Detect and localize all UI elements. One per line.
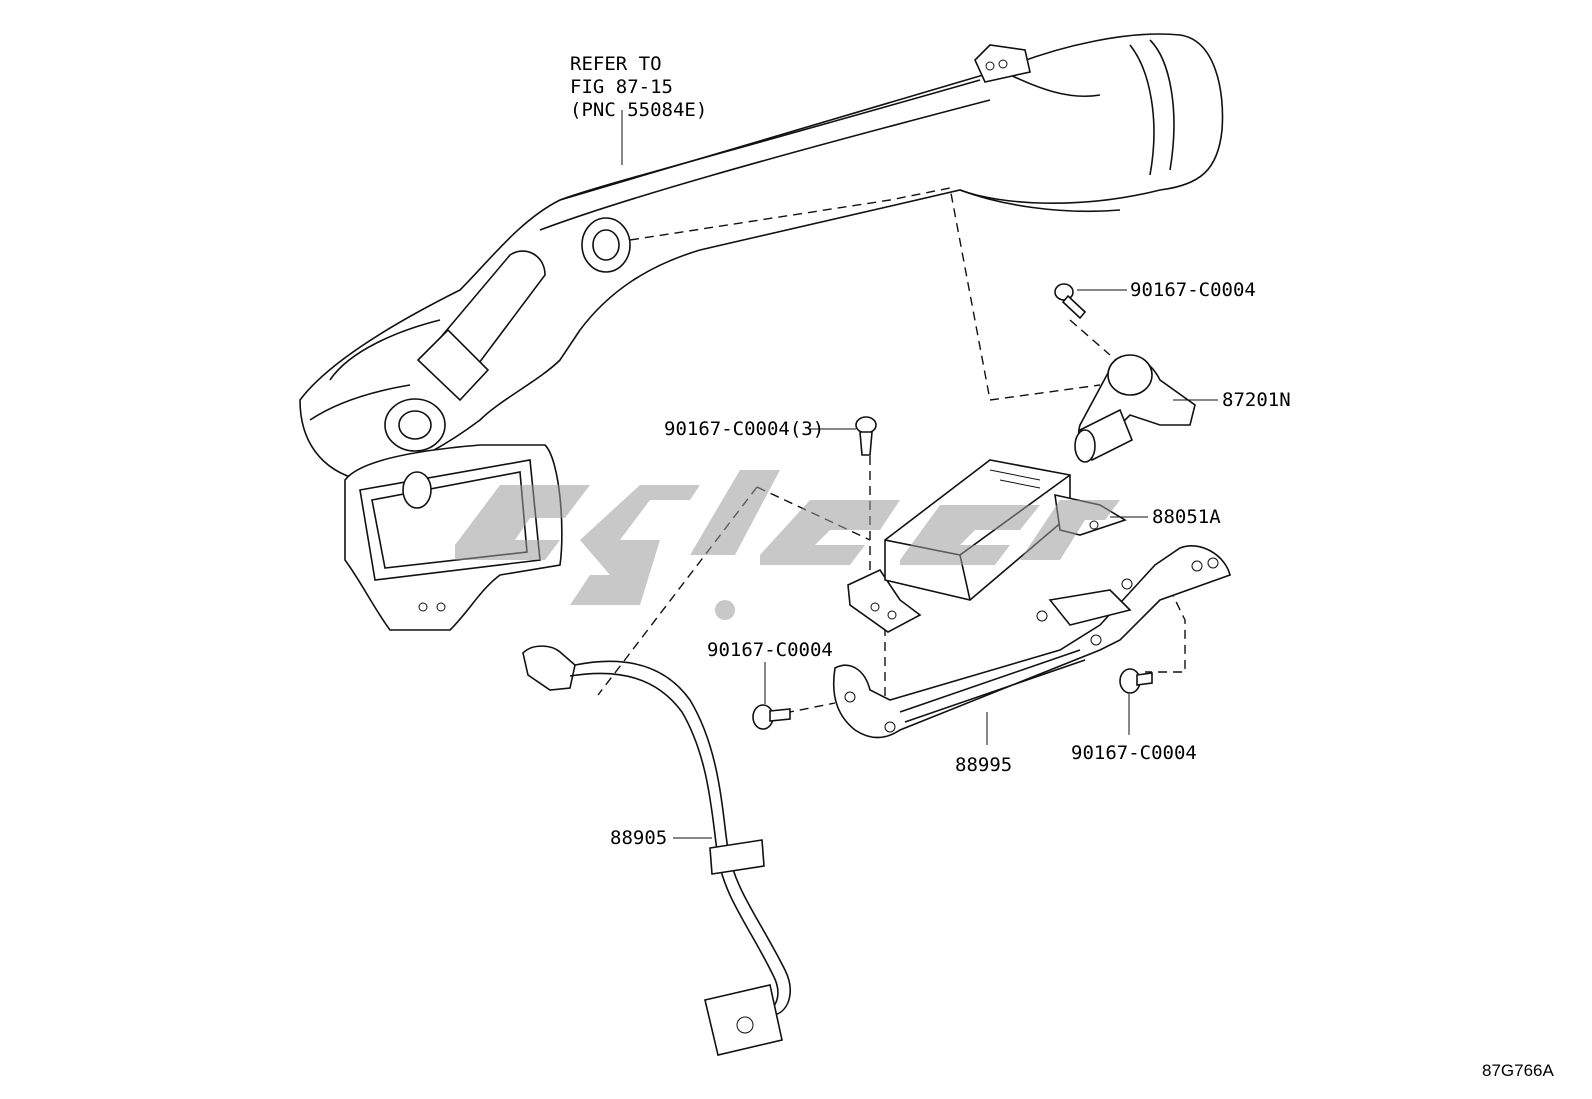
- screw-right[interactable]: [1119, 668, 1153, 694]
- label-screw-x3: 90167-C0004(3): [664, 418, 824, 440]
- label-harness: 88905: [610, 827, 667, 849]
- label-sensor: 87201N: [1222, 389, 1291, 411]
- screw-left[interactable]: [752, 704, 791, 730]
- watermark-logo: [455, 470, 1120, 620]
- screw-x3[interactable]: [855, 416, 877, 456]
- sensor-87201n[interactable]: [1074, 354, 1196, 463]
- wire-harness-88905[interactable]: [522, 645, 791, 1056]
- refer-note-line-1: REFER TO: [570, 53, 662, 75]
- callout-leaders: [673, 289, 1218, 839]
- figure-code: 87G766A: [1482, 1061, 1554, 1080]
- refer-note-line-3: (PNC 55084E): [570, 99, 707, 121]
- refer-note-line-2: FIG 87-15: [570, 76, 673, 98]
- label-bracket: 88995: [955, 754, 1012, 776]
- screw-top[interactable]: [1054, 283, 1087, 320]
- label-screw-left: 90167-C0004: [707, 639, 833, 661]
- label-module: 88051A: [1152, 506, 1221, 528]
- label-screw-top: 90167-C0004: [1130, 279, 1256, 301]
- label-screw-right: 90167-C0004: [1071, 742, 1197, 764]
- bracket-88995[interactable]: [832, 545, 1231, 739]
